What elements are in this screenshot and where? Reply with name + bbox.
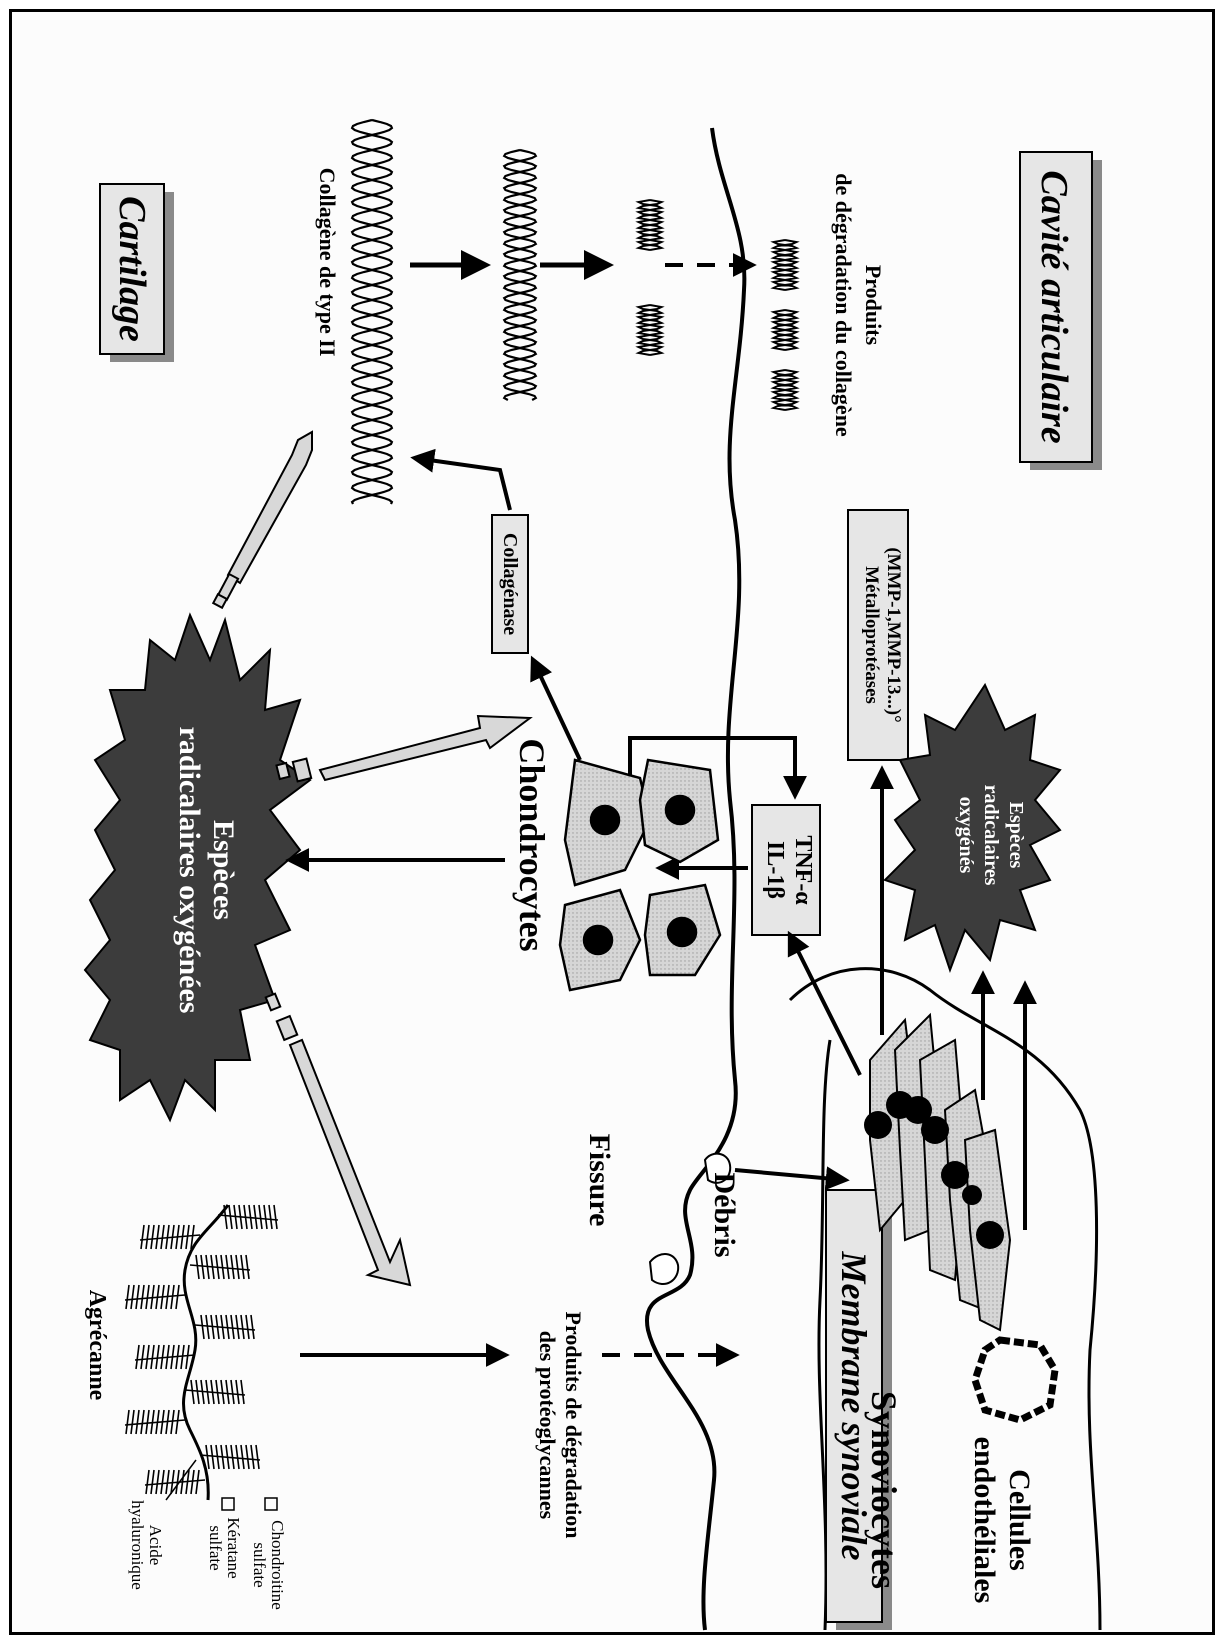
fissure-label: Fissure — [583, 1134, 616, 1227]
chondrocyte-to-collagenase-arrow — [530, 655, 582, 761]
collagenase-box: Collagénase — [491, 514, 529, 654]
chondrocyte-autocrine-arrow — [628, 736, 807, 800]
debris-fragments — [648, 1152, 732, 1285]
ros-hollow-arrows — [211, 430, 533, 1287]
synoviocyte-nuclei — [864, 1091, 1004, 1249]
pg-products-label-1: Produits de dégradation — [561, 1312, 586, 1539]
ros-big-label-2: radicalaires oxygénées — [173, 727, 206, 1014]
collagen-small-fragments — [635, 199, 800, 411]
il1-label: IL-1β — [762, 841, 788, 899]
synovial-membrane-outer — [788, 967, 1102, 1631]
cavity-label-box: Cavité articulaire — [1019, 151, 1102, 470]
collagen-products-label-2: de dégradation du collagène — [831, 173, 856, 437]
cartilage-label: Cartilage — [111, 196, 153, 342]
cartilage-label-box: Cartilage — [99, 183, 174, 362]
hyaluronic-label-1: Acide — [146, 1525, 165, 1566]
aggrecan-molecule — [124, 1204, 279, 1501]
collagen-fragment-helix — [502, 148, 538, 401]
endothelial-label-1: Cellules — [1003, 1469, 1036, 1571]
collagen-products-label-1: Produits — [861, 265, 886, 346]
endothelial-label-2: endothéliales — [968, 1437, 1001, 1604]
collagenase-label: Collagénase — [499, 533, 521, 635]
collagen-type-label: Collagène de type II — [315, 168, 340, 357]
aggrecan-legend — [165, 1459, 278, 1511]
hyaluronic-label-2: hyaluronique — [128, 1500, 147, 1590]
chondroitin-label-1: Chondroitine — [268, 1520, 287, 1610]
ros-star-large — [83, 612, 312, 1123]
chondrocyte-cells — [558, 758, 722, 992]
ros-big-label-1: Espèces — [207, 820, 240, 920]
cavity-label: Cavité articulaire — [1033, 170, 1075, 444]
mmp-label-1: Métalloprotéases — [861, 566, 882, 704]
tnf-label: TNF-α — [790, 835, 816, 905]
cartilage-surface-line — [644, 127, 747, 1631]
aggrecan-label: Agrécanne — [84, 1290, 110, 1401]
chondroitin-label-2: sulfate — [250, 1542, 269, 1587]
mmp-label-2: (MMP-1,MMP-13...)° — [883, 547, 904, 722]
ros-star-small — [883, 682, 1062, 973]
pg-products-label-2: des protéoglycannes — [535, 1331, 560, 1520]
chondrocytes-label: Chondrocytes — [512, 738, 552, 951]
keratan-label-2: sulfate — [206, 1525, 225, 1570]
keratan-label-1: Kératane — [224, 1517, 243, 1578]
synoviocytes-label: Synoviocytes — [864, 1391, 904, 1589]
ros-small-label-1: Espèces — [1005, 802, 1027, 869]
mmp-box: Métalloprotéases (MMP-1,MMP-13...)° — [847, 509, 909, 761]
endothelial-vessel — [971, 1336, 1059, 1424]
synovial-label-box: Membrane synoviale — [825, 1189, 892, 1630]
debris-label: Débris — [708, 1173, 741, 1258]
collagen-type-ii-helix — [350, 118, 394, 505]
ros-small-label-2: radicalaires — [980, 785, 1002, 886]
cytokine-box: IL-1β TNF-α — [751, 804, 821, 936]
ros-small-label-3: oxygénés — [955, 797, 977, 874]
debris-to-synoviocyte-arrow — [734, 1166, 850, 1191]
collagenase-to-collagen-arrow — [410, 448, 512, 511]
synovial-label: Membrane synoviale — [834, 1251, 874, 1561]
synoviocyte-to-cytokine-arrow — [787, 930, 862, 1076]
